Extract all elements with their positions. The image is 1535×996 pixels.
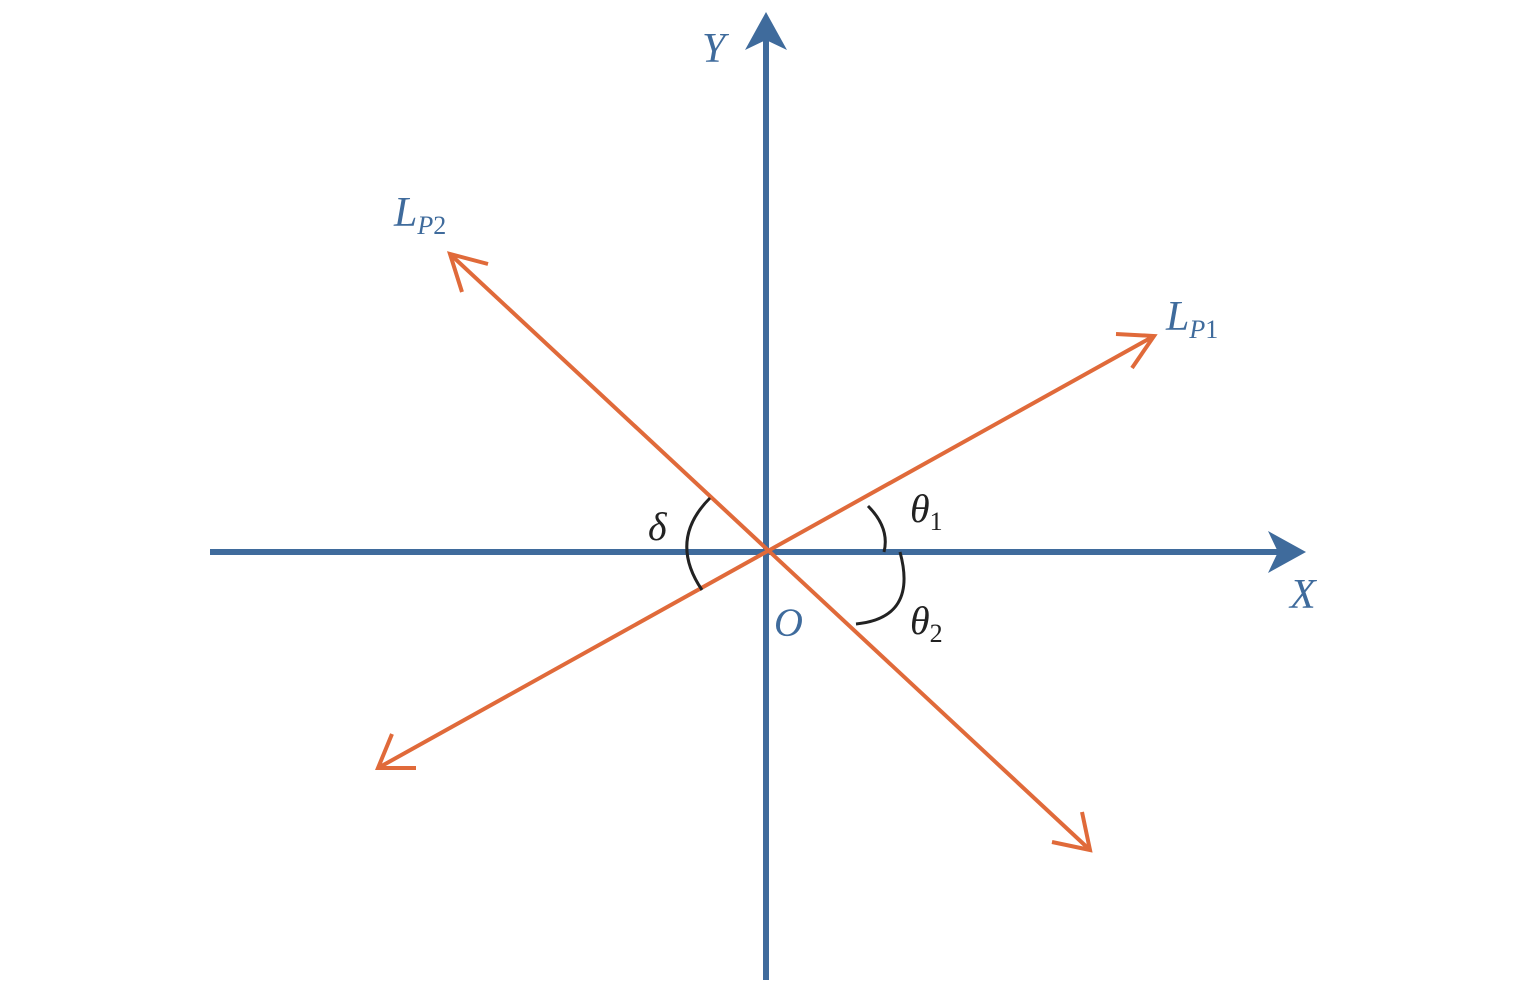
label-lp2: LP2: [393, 190, 446, 240]
label-theta1-symbol: θ: [910, 486, 930, 531]
arc-delta: [685, 496, 712, 591]
label-lp2-sub-letter: P: [416, 211, 433, 240]
x-axis-arrowhead: [1268, 531, 1306, 573]
line-lp1-arrowhead-start: [375, 733, 416, 770]
label-lp2-base: L: [393, 190, 417, 236]
label-theta1: θ1: [910, 486, 943, 536]
label-lp1-sub-num: 1: [1205, 315, 1218, 344]
label-lp2-sub-num: 2: [433, 211, 446, 240]
arc-theta2: [855, 551, 906, 626]
label-theta2-sub: 2: [930, 619, 943, 648]
label-theta1-sub: 1: [930, 507, 943, 536]
y-axis-label: Y: [702, 26, 730, 72]
label-delta: δ: [648, 504, 668, 549]
line-lp1-arrowhead-end: [1115, 332, 1158, 370]
label-theta2: θ2: [910, 598, 943, 648]
label-lp1-base: L: [1165, 294, 1189, 340]
line-lp1: [377, 334, 1155, 770]
label-lp1-sub-letter: P: [1188, 315, 1205, 344]
arc-theta1: [866, 504, 887, 553]
origin-label: O: [774, 600, 803, 645]
label-theta2-symbol: θ: [910, 598, 930, 643]
label-lp1: LP1: [1165, 294, 1218, 344]
line-lp2: [448, 252, 1092, 852]
x-axis-label: X: [1288, 572, 1318, 618]
y-axis-arrowhead: [745, 12, 787, 50]
line-lp2-arrowhead-end: [1051, 811, 1093, 853]
line-lp2-arrowhead-start: [447, 251, 489, 293]
